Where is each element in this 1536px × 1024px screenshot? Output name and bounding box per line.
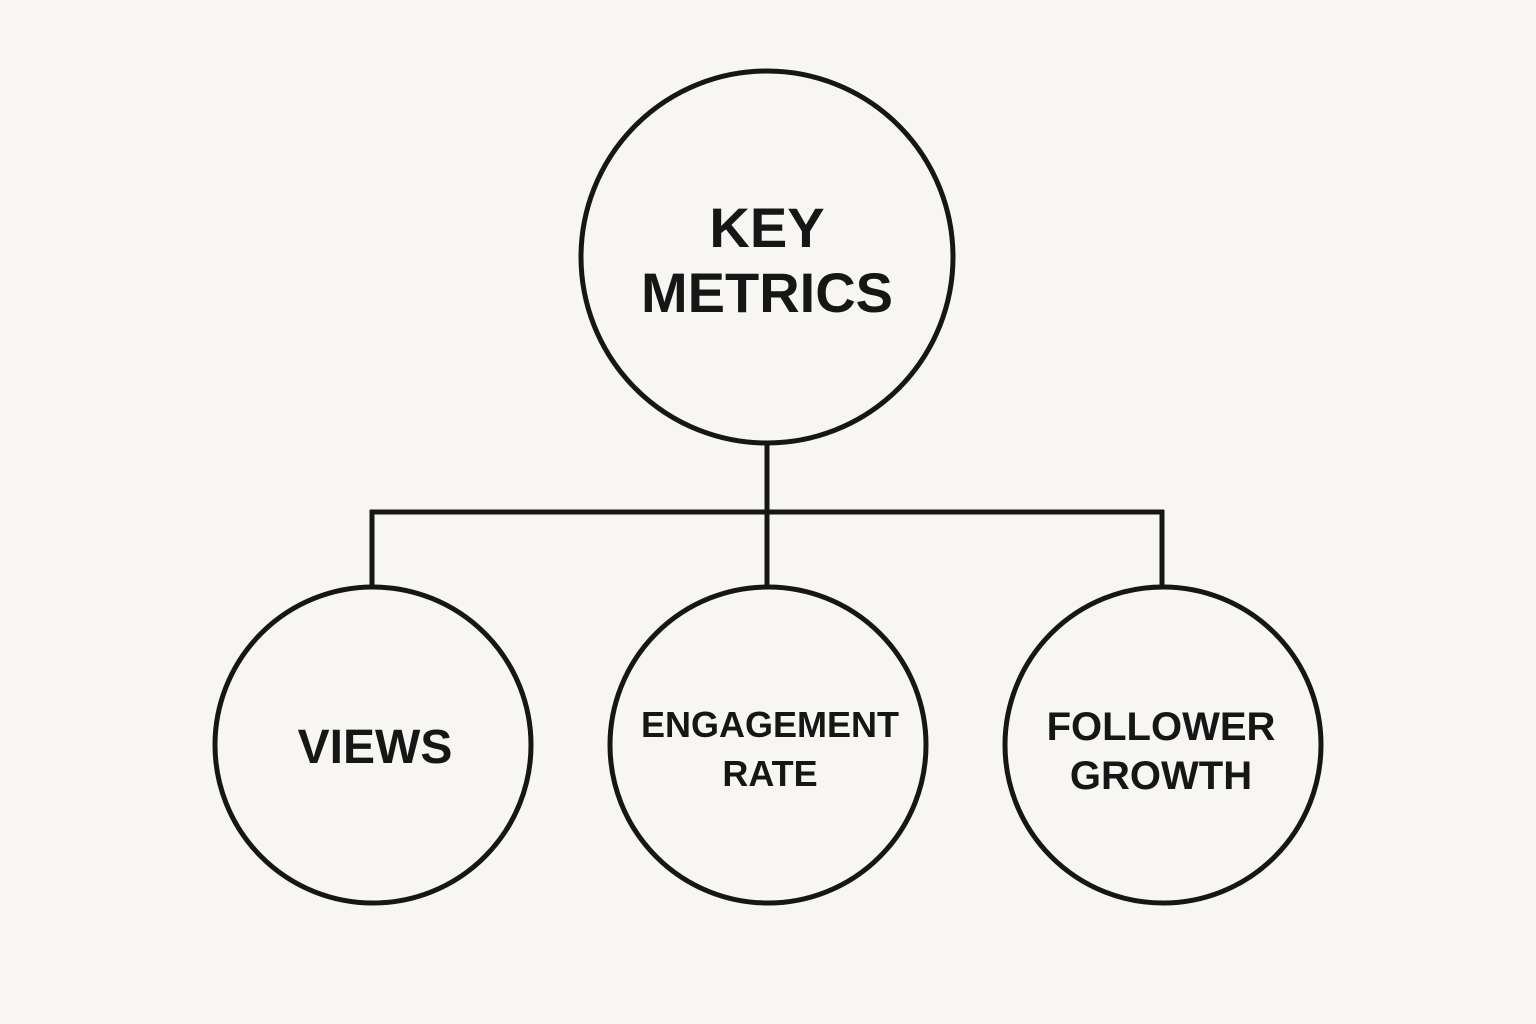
follower-growth-node-label-line-1: FOLLOWER (1047, 705, 1276, 749)
follower-growth-node: FOLLOWER GROWTH (1002, 584, 1324, 906)
engagement-rate-node-label-line-1: ENGAGEMENT (641, 704, 899, 745)
follower-growth-node-circle (1002, 584, 1324, 906)
views-node: VIEWS (212, 584, 534, 906)
views-node-circle (212, 584, 534, 906)
root-node-label-line-1: KEY (709, 196, 824, 259)
root-node-label-line-2: METRICS (641, 261, 893, 324)
engagement-rate-node-label-line-2: RATE (722, 753, 817, 794)
engagement-rate-node-circle (607, 584, 929, 906)
root-node: KEY METRICS (578, 68, 956, 446)
root-node-circle (578, 68, 956, 446)
views-node-label: VIEWS (298, 721, 453, 774)
follower-growth-node-label-line-2: GROWTH (1070, 754, 1252, 798)
engagement-rate-node: ENGAGEMENT RATE (607, 584, 929, 906)
